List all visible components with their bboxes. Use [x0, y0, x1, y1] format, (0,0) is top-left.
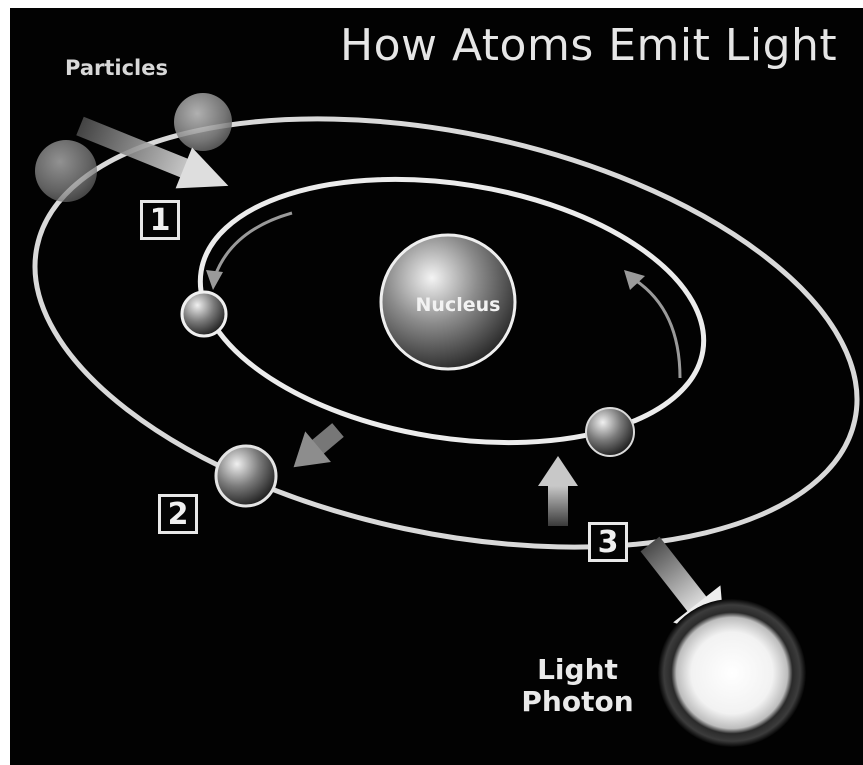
orbit-arrow-right-head: [624, 270, 645, 290]
step-3-badge: 3: [588, 522, 628, 562]
orbit-arrow-left: [215, 213, 292, 276]
light-photon: [658, 599, 806, 747]
orbit-arrow-right: [632, 278, 680, 378]
atom-diagram: [10, 8, 863, 765]
step-2-badge: 2: [158, 494, 198, 534]
photon-label-line1: Light: [520, 654, 635, 686]
particle-2: [35, 140, 97, 202]
electron-inner-right: [586, 408, 634, 456]
particle-1: [174, 93, 232, 151]
electron-outer: [216, 446, 276, 506]
photon-label: Light Photon: [520, 654, 635, 718]
orbit-arrow-left-head: [206, 270, 223, 290]
diagram-frame: How Atoms Emit Light Particles Nucleus L…: [10, 8, 863, 765]
diagram-title: How Atoms Emit Light: [340, 20, 837, 71]
electron-inner-left: [182, 292, 226, 336]
step-1-badge: 1: [140, 200, 180, 240]
photon-label-line2: Photon: [520, 686, 635, 718]
step2-arrow: [281, 415, 351, 483]
particles-label: Particles: [65, 56, 168, 80]
step3-arrow: [538, 456, 578, 526]
nucleus-label: Nucleus: [398, 294, 518, 316]
